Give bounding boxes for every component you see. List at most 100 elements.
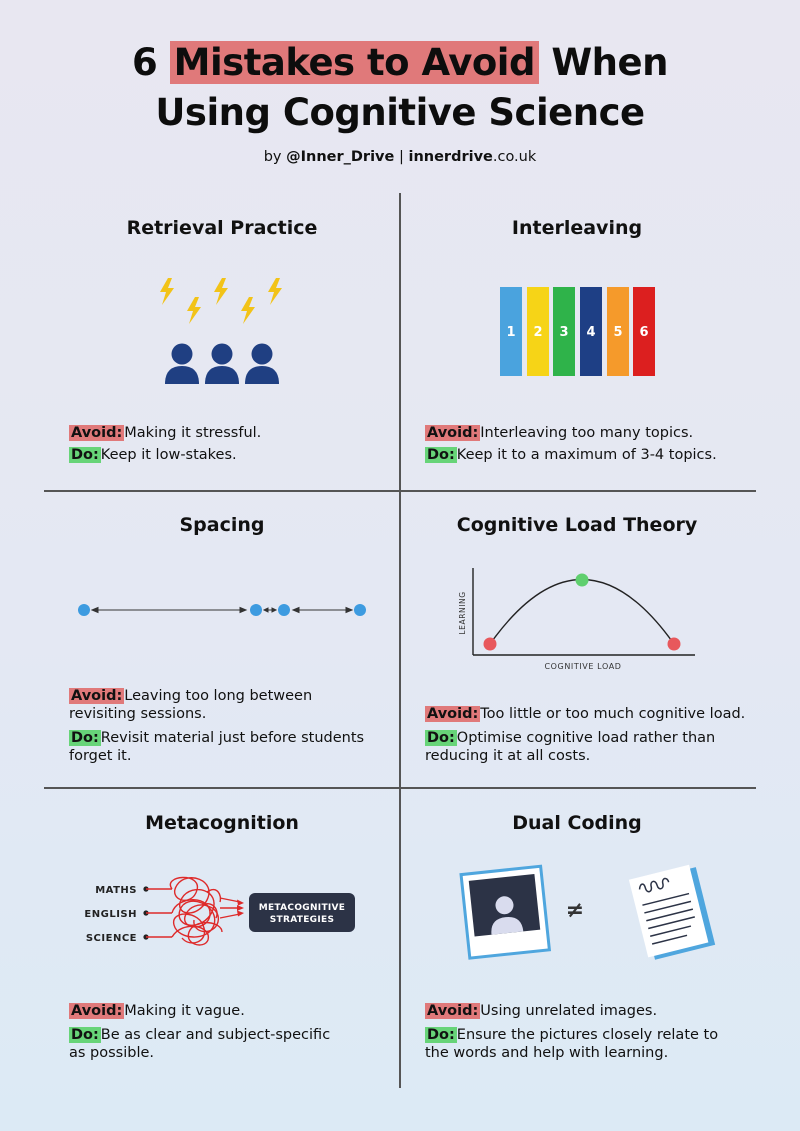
avoid-tip: Avoid:Making it vague. [69, 1002, 330, 1020]
do-text: Be as clear and subject-specific [100, 1027, 331, 1043]
do-label: Do: [425, 730, 457, 746]
byline-by: by [263, 149, 282, 165]
do-tip: Do:Revisit material just before students… [69, 729, 364, 765]
avoid-label: Avoid: [69, 1003, 125, 1019]
not-equal-symbol: ≠ [566, 898, 584, 923]
block-label: 6 [639, 325, 648, 340]
section-title-retrieval: Retrieval Practice [126, 217, 318, 239]
do-text-cont: the words and help with learning. [425, 1045, 669, 1061]
avoid-text: Interleaving too many topics. [480, 425, 694, 441]
cognitive-load-chart: LEARNING COGNITIVE LOAD [458, 568, 695, 671]
do-label: Do: [69, 447, 101, 463]
do-tip: Do:Keep it to a maximum of 3-4 topics. [425, 446, 717, 464]
avoid-text: Too little or too much cognitive load. [480, 706, 746, 722]
high-load-point [667, 637, 681, 651]
do-text: Keep it low-stakes. [100, 447, 237, 463]
person-icons [165, 343, 279, 384]
do-text-cont: as possible. [69, 1045, 155, 1061]
spaced-timeline-icon [78, 604, 366, 616]
bolt-icon [214, 278, 228, 305]
photo-icon [459, 864, 552, 960]
do-tip: Do:Ensure the pictures closely relate to… [425, 1026, 718, 1062]
low-load-point [483, 637, 497, 651]
bolt-icon [241, 297, 255, 324]
do-tip: Do:Keep it low-stakes. [69, 446, 261, 464]
section-title-interleaving: Interleaving [511, 217, 643, 239]
avoid-tip: Avoid:Interleaving too many topics. [425, 424, 717, 442]
do-text: Ensure the pictures closely relate to [456, 1027, 719, 1043]
optimal-load-point [575, 573, 589, 587]
bolt-icon [187, 297, 201, 324]
stressed-students-icon [160, 278, 282, 384]
tips-metacognition: Avoid:Making it vague. Do:Be as clear an… [69, 1002, 330, 1066]
tangled-subjects-icon: MATHS ENGLISH SCIENCE METACOGNITIVE STRA… [84, 876, 355, 946]
do-text: Keep it to a maximum of 3-4 topics. [456, 447, 717, 463]
grid-divider-horizontal-1 [44, 490, 756, 492]
avoid-tip: Avoid:Leaving too long between revisiting… [69, 687, 364, 723]
subject-label: ENGLISH [84, 909, 137, 920]
section-title-metacognition: Metacognition [145, 812, 299, 834]
subject-label: SCIENCE [86, 933, 137, 944]
chart-y-label: LEARNING [458, 591, 467, 634]
avoid-tip: Avoid:Making it stressful. [69, 424, 261, 442]
bolt-icon [160, 278, 174, 305]
block-label: 1 [506, 325, 515, 340]
avoid-text: Making it vague. [124, 1003, 245, 1019]
byline-handle[interactable]: @Inner_Drive [286, 149, 395, 165]
do-text: Optimise cognitive load rather than [456, 730, 716, 746]
tips-cognitive-load: Avoid:Too little or too much cognitive l… [425, 705, 745, 769]
title-line-2: Using Cognitive Science [155, 91, 645, 134]
avoid-label: Avoid: [425, 425, 481, 441]
block-label: 5 [613, 325, 622, 340]
byline-separator: | [398, 149, 404, 165]
avoid-text-cont: revisiting sessions. [69, 706, 207, 722]
do-tip: Do:Be as clear and subject-specific as po… [69, 1026, 330, 1062]
do-text: Revisit material just before students [100, 730, 365, 746]
avoid-label: Avoid: [69, 688, 125, 704]
block-label: 2 [533, 325, 542, 340]
metacognitive-box-line-2: STRATEGIES [270, 915, 334, 925]
do-text-cont: forget it. [69, 748, 132, 764]
photo-not-equal-text-icon: ≠ [459, 864, 716, 960]
title-word: When [551, 41, 668, 84]
do-label: Do: [425, 1027, 457, 1043]
avoid-label: Avoid: [69, 425, 125, 441]
subject-label: MATHS [95, 885, 137, 896]
avoid-tip: Avoid:Too little or too much cognitive l… [425, 705, 745, 723]
tips-dual-coding: Avoid:Using unrelated images. Do:Ensure … [425, 1002, 718, 1066]
do-text-cont: reducing it at all costs. [425, 748, 591, 764]
avoid-tip: Avoid:Using unrelated images. [425, 1002, 718, 1020]
byline: by @Inner_Drive | innerdrive.co.uk [0, 149, 800, 165]
avoid-label: Avoid: [425, 706, 481, 722]
grid-divider-vertical [399, 193, 401, 1088]
section-title-dual-coding: Dual Coding [512, 812, 642, 834]
avoid-text: Leaving too long between [124, 688, 313, 704]
section-title-spacing: Spacing [179, 514, 265, 536]
tips-spacing: Avoid:Leaving too long between revisiting… [69, 687, 364, 769]
block-label: 4 [586, 325, 595, 340]
section-title-cognitive-load: Cognitive Load Theory [456, 514, 698, 536]
avoid-text: Making it stressful. [124, 425, 262, 441]
grid-divider-horizontal-2 [44, 787, 756, 789]
document-icon [628, 864, 716, 960]
metacognitive-box-line-1: METACOGNITIVE [259, 903, 346, 913]
do-tip: Do:Optimise cognitive load rather than re… [425, 729, 745, 765]
tips-interleaving: Avoid:Interleaving too many topics. Do:K… [425, 424, 717, 468]
lightning-bolt-icons [160, 278, 282, 324]
bolt-icon [268, 278, 282, 305]
do-label: Do: [425, 447, 457, 463]
tangle-scribble [146, 876, 244, 946]
avoid-label: Avoid: [425, 1003, 481, 1019]
title-highlight: Mistakes to Avoid [169, 41, 539, 84]
byline-site-tld: .co.uk [492, 149, 537, 165]
do-label: Do: [69, 1027, 101, 1043]
tips-retrieval: Avoid:Making it stressful. Do:Keep it lo… [69, 424, 261, 468]
byline-site[interactable]: innerdrive [408, 149, 493, 165]
page-title: 6 Mistakes to Avoid When Using Cognitive… [0, 38, 800, 138]
numbered-blocks-icon: 1 2 3 4 5 6 [500, 287, 655, 376]
block-label: 3 [559, 325, 568, 340]
do-label: Do: [69, 730, 101, 746]
chart-x-label: COGNITIVE LOAD [544, 662, 621, 671]
avoid-text: Using unrelated images. [480, 1003, 658, 1019]
title-number: 6 [132, 41, 158, 84]
